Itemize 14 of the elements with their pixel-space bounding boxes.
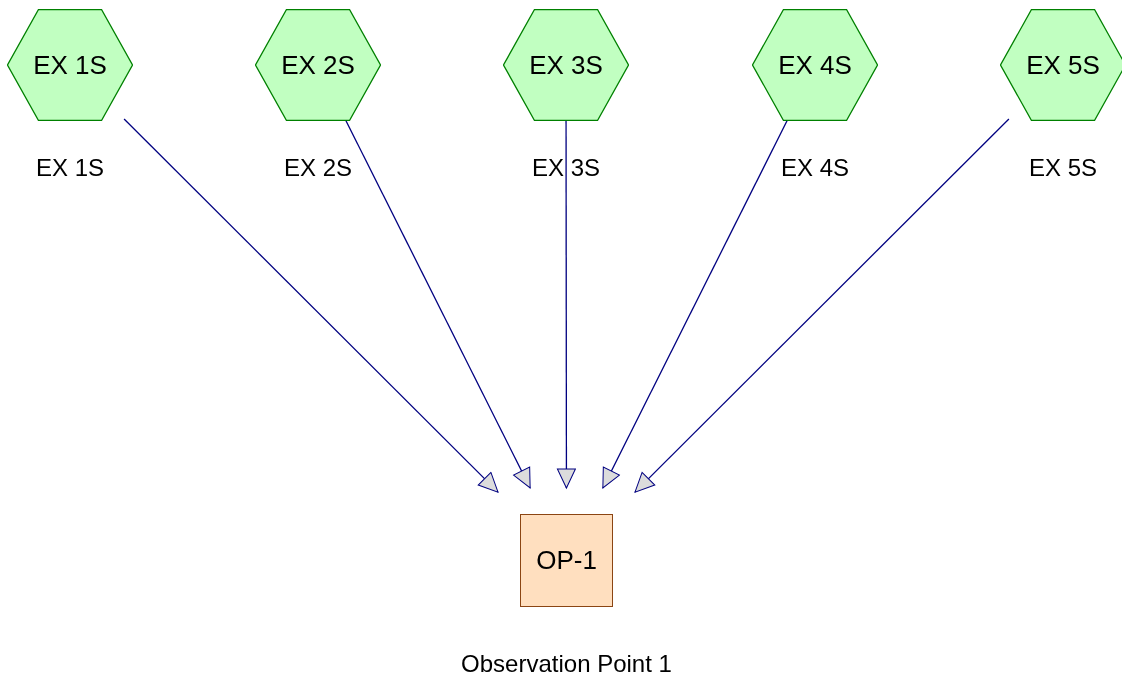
arrow: [634, 118, 1010, 493]
hexagon-node: EX 2S: [255, 9, 381, 121]
node-caption: EX 3S: [530, 153, 601, 183]
node-caption: EX 5S: [1027, 153, 1098, 183]
hexagon-node: EX 1S: [7, 9, 133, 121]
process-box: OP-1: [520, 514, 613, 607]
node-caption: EX 1S: [34, 153, 105, 183]
node-caption: EX 2S: [282, 153, 353, 183]
node-caption: Observation Point 1: [460, 649, 673, 679]
hexagon-node: EX 4S: [752, 9, 878, 121]
hexagon-node: EX 5S: [1000, 9, 1122, 121]
arrow: [123, 118, 499, 493]
hexagon-node: EX 3S: [503, 9, 629, 121]
node-caption: EX 4S: [779, 153, 850, 183]
